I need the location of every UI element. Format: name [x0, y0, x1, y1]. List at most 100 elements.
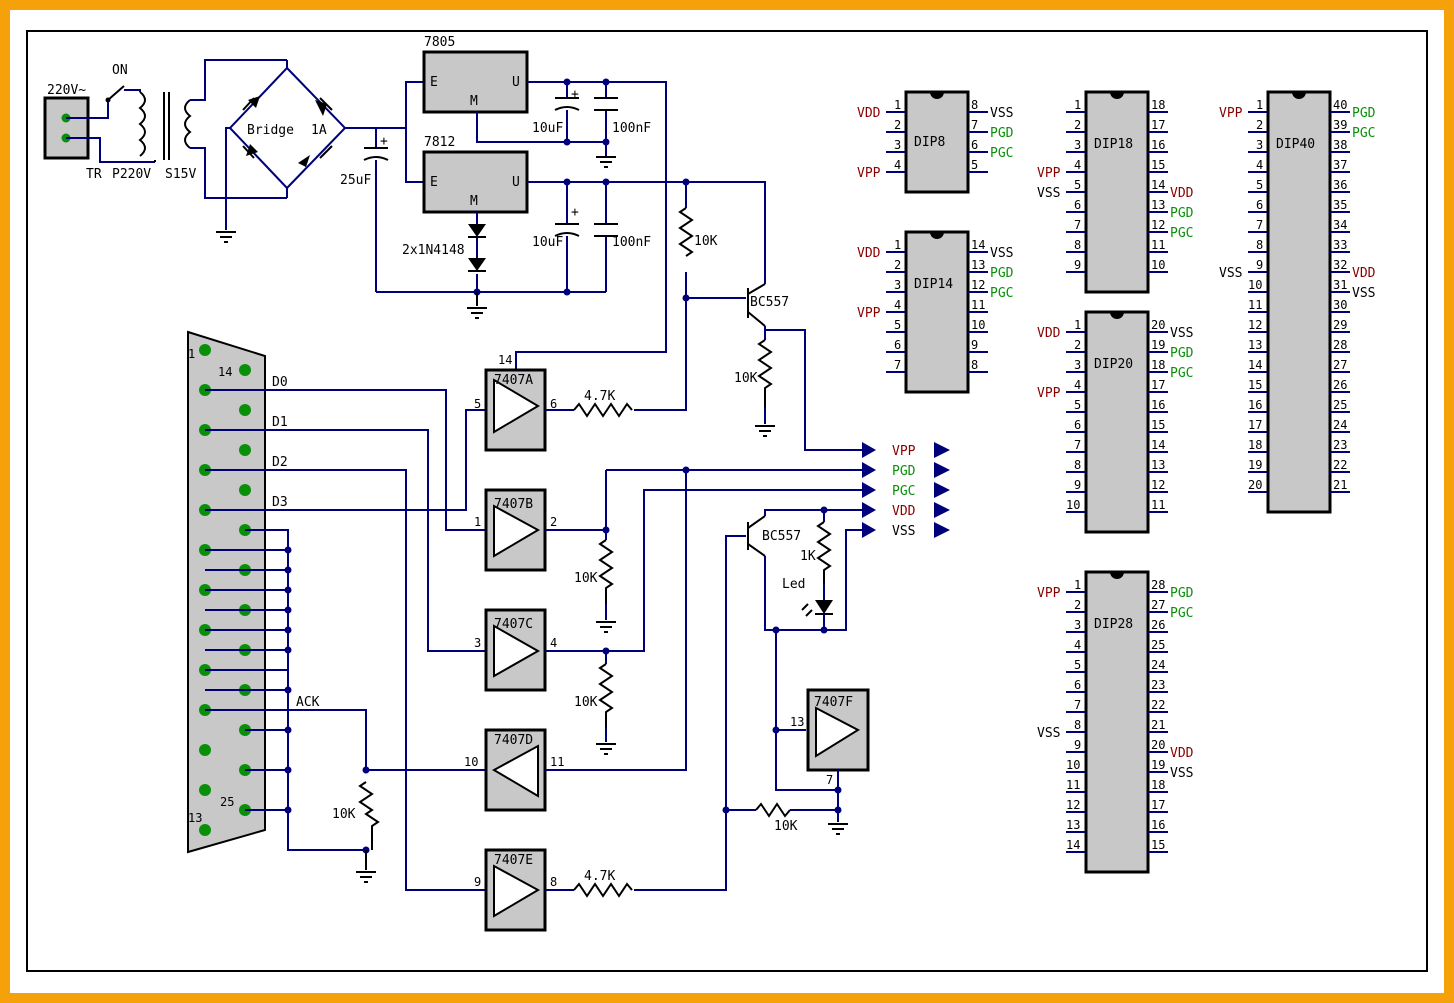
dip-pin-number: 13 — [971, 258, 985, 272]
d1-label: D1 — [272, 415, 288, 430]
led-label: Led — [782, 577, 805, 592]
dip-pin-number: 5 — [1256, 178, 1263, 192]
svg-text:M: M — [470, 194, 478, 209]
dip-notch — [1292, 92, 1306, 99]
dip-pin-number: 3 — [894, 138, 901, 152]
dip-pin-number: 3 — [1074, 358, 1081, 372]
dip-pin-number: 1 — [894, 98, 901, 112]
dip-pin-number: 5 — [971, 158, 978, 172]
reg2-label: 7812 — [424, 135, 455, 150]
d3-label: D3 — [272, 495, 288, 510]
ground-1 — [216, 231, 236, 243]
svg-text:U: U — [512, 175, 520, 190]
buffer-7407f — [806, 688, 870, 772]
output-label: VSS — [892, 524, 915, 539]
dip-pin-number: 9 — [1074, 258, 1081, 272]
dip-pin-number: 10 — [1151, 258, 1165, 272]
output-label: VDD — [892, 504, 916, 519]
db25-pin-dot — [199, 744, 211, 756]
svg-text:+: + — [571, 87, 579, 102]
svg-text:E: E — [430, 75, 438, 90]
dip-pin-number: 13 — [1066, 818, 1080, 832]
svg-text:5: 5 — [474, 397, 481, 411]
secondary-label: S15V — [165, 167, 196, 182]
dip-notch — [930, 92, 944, 99]
dip-pin-number: 19 — [1151, 758, 1165, 772]
dip-pin-number: 28 — [1333, 338, 1347, 352]
dip-pin-number: 1 — [1074, 578, 1081, 592]
diode-1n4148 — [467, 224, 487, 319]
dip-pin-number: 9 — [1256, 258, 1263, 272]
dip-pin-number: 6 — [1074, 678, 1081, 692]
dip-signal: VDD — [857, 106, 881, 121]
dip-pin-number: 13 — [1151, 198, 1165, 212]
dip-signal: VSS — [1170, 326, 1193, 341]
dip-pin-number: 1 — [894, 238, 901, 252]
dip-pin-number: 12 — [1151, 478, 1165, 492]
schematic-sheet: 220V~ ON TR P220V S15V Bridge 1A + 25uF … — [10, 10, 1444, 993]
dip-pin-number: 4 — [1074, 378, 1081, 392]
dip-pin-number: 7 — [1074, 438, 1081, 452]
dip-signal: VSS — [1170, 766, 1193, 781]
dip-pin-number: 5 — [894, 318, 901, 332]
dip-pin-number: 3 — [1256, 138, 1263, 152]
dip-signal: PGD — [1352, 106, 1376, 121]
dip-pin-number: 9 — [971, 338, 978, 352]
dip-notch — [1110, 572, 1124, 579]
svg-text:U: U — [512, 75, 520, 90]
mains-connector — [43, 96, 90, 160]
dip-pin-number: 38 — [1333, 138, 1347, 152]
programmer-schematic: 220V~ ON TR P220V S15V Bridge 1A + 25uF … — [26, 30, 1428, 972]
db25-pin-dot — [199, 784, 211, 796]
dip-pin-number: 8 — [1074, 238, 1081, 252]
svg-text:4.7K: 4.7K — [584, 389, 615, 404]
ack-label: ACK — [296, 695, 320, 710]
dip-pin-number: 22 — [1333, 458, 1347, 472]
dip-pin-number: 27 — [1333, 358, 1347, 372]
dip-pin-number: 12 — [971, 278, 985, 292]
dip-pin-number: 6 — [1074, 418, 1081, 432]
r10k-label-2: 10K — [734, 371, 758, 386]
dip-pin-number: 8 — [971, 98, 978, 112]
dip-pin-number: 6 — [971, 138, 978, 152]
svg-text:M: M — [470, 94, 478, 109]
d0-label: D0 — [272, 375, 288, 390]
svg-text:11: 11 — [550, 755, 564, 769]
tr-label: TR — [86, 167, 102, 182]
dip-pin-number: 20 — [1248, 478, 1262, 492]
dip-pin-number: 16 — [1248, 398, 1262, 412]
bc557-label-1: BC557 — [750, 295, 789, 310]
svg-text:7407D: 7407D — [494, 733, 533, 748]
dip-pin-number: 40 — [1333, 98, 1347, 112]
dip-pin-number: 20 — [1151, 738, 1165, 752]
dip-signal: VDD — [1170, 186, 1194, 201]
svg-text:7: 7 — [826, 773, 833, 787]
dip-pin-number: 17 — [1248, 418, 1262, 432]
dip-pin-number: 7 — [971, 118, 978, 132]
dip-pin-number: 25 — [1333, 398, 1347, 412]
dip-pin-number: 11 — [1151, 238, 1165, 252]
svg-text:8: 8 — [550, 875, 557, 889]
c100n-label-2: 100nF — [612, 235, 651, 250]
dip-pin-number: 21 — [1333, 478, 1347, 492]
dip-pin-number: 4 — [1074, 638, 1081, 652]
dip-body — [904, 230, 970, 394]
dip-signal: PGC — [1352, 126, 1375, 141]
buffer-7407a — [484, 368, 547, 452]
c10u-label-2: 10uF — [532, 235, 563, 250]
mains-label: 220V~ — [47, 83, 86, 98]
dip-pin-number: 7 — [894, 358, 901, 372]
dip-pin-number: 5 — [1074, 178, 1081, 192]
dip-signal: VPP — [857, 166, 881, 181]
db25-pin25: 25 — [220, 795, 234, 809]
bridge-rating: 1A — [311, 123, 327, 138]
dip-body — [1084, 90, 1150, 294]
db25-connector — [187, 330, 266, 854]
capacitor-25uf — [363, 128, 389, 292]
bc557-label-2: BC557 — [762, 529, 801, 544]
power-switch[interactable] — [105, 85, 141, 103]
db25-pin-dot — [239, 404, 251, 416]
buffer-7407d — [484, 728, 547, 812]
dip-signal: VPP — [1037, 166, 1061, 181]
